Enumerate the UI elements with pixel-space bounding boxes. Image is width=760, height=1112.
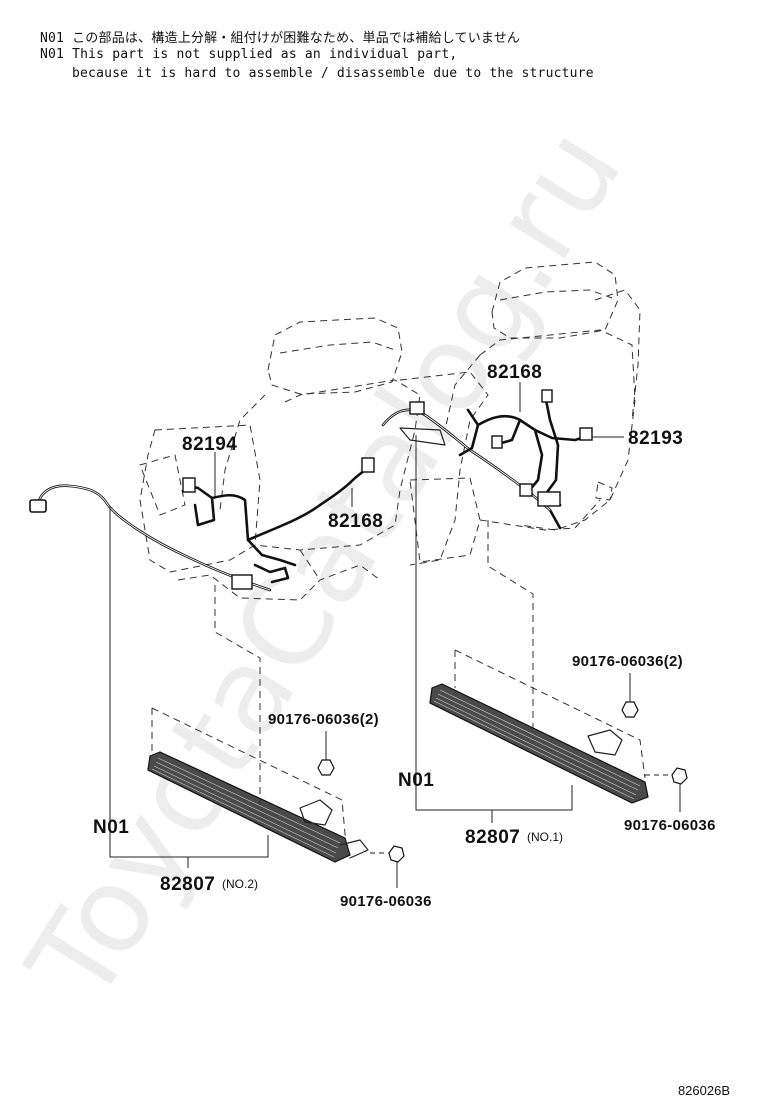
clip-left-upper [317, 731, 335, 776]
mat-right-guide-box [454, 649, 646, 779]
watermark: ToyotaCatalog.ru [1, 105, 648, 1026]
wire-harness-82193 [381, 389, 593, 530]
callout-clip-left-qty: 90176-06036(2) [268, 711, 379, 728]
wire-harness-82194 [29, 457, 375, 592]
callout-clip-left-single: 90176-06036 [340, 893, 432, 910]
callout-clip-right-single: 90176-06036 [624, 817, 716, 834]
callout-mat-right-sub: (NO.1) [527, 830, 563, 844]
leaders [109, 382, 624, 868]
callout-mat-left-number: 82807 [160, 874, 215, 895]
callout-82194: 82194 [182, 434, 237, 455]
mat-82807-no2 [147, 751, 369, 863]
callout-clip-right-qty: 90176-06036(2) [572, 653, 683, 670]
clip-right-upper [621, 673, 639, 718]
callout-82168-top: 82168 [487, 362, 542, 383]
mat-left-guide-box [151, 707, 347, 846]
note-english-line1: N01 This part is not supplied as an indi… [40, 47, 458, 62]
seat-outline-left [139, 317, 421, 601]
clip-right-lower [645, 767, 688, 812]
document-id: 826026B [677, 1083, 730, 1098]
callout-82168-mid: 82168 [328, 511, 383, 532]
seat-outline-right [399, 261, 641, 566]
note-english-line2: because it is hard to assemble / disasse… [72, 66, 594, 81]
callout-n01-right: N01 [398, 770, 434, 791]
note-japanese: N01 この部品は、構造上分解・組付けが困難なため、単品では補給していません [40, 31, 521, 46]
callout-n01-left: N01 [93, 817, 129, 838]
clip-left-lower [370, 845, 405, 888]
mat-right-alignment-line [487, 520, 534, 728]
callout-82193: 82193 [628, 428, 683, 449]
mat-left-alignment-line [214, 585, 261, 805]
callout-mat-left-sub: (NO.2) [222, 877, 258, 891]
mat-82807-no1 [429, 683, 649, 804]
callout-mat-right-number: 82807 [465, 827, 520, 848]
